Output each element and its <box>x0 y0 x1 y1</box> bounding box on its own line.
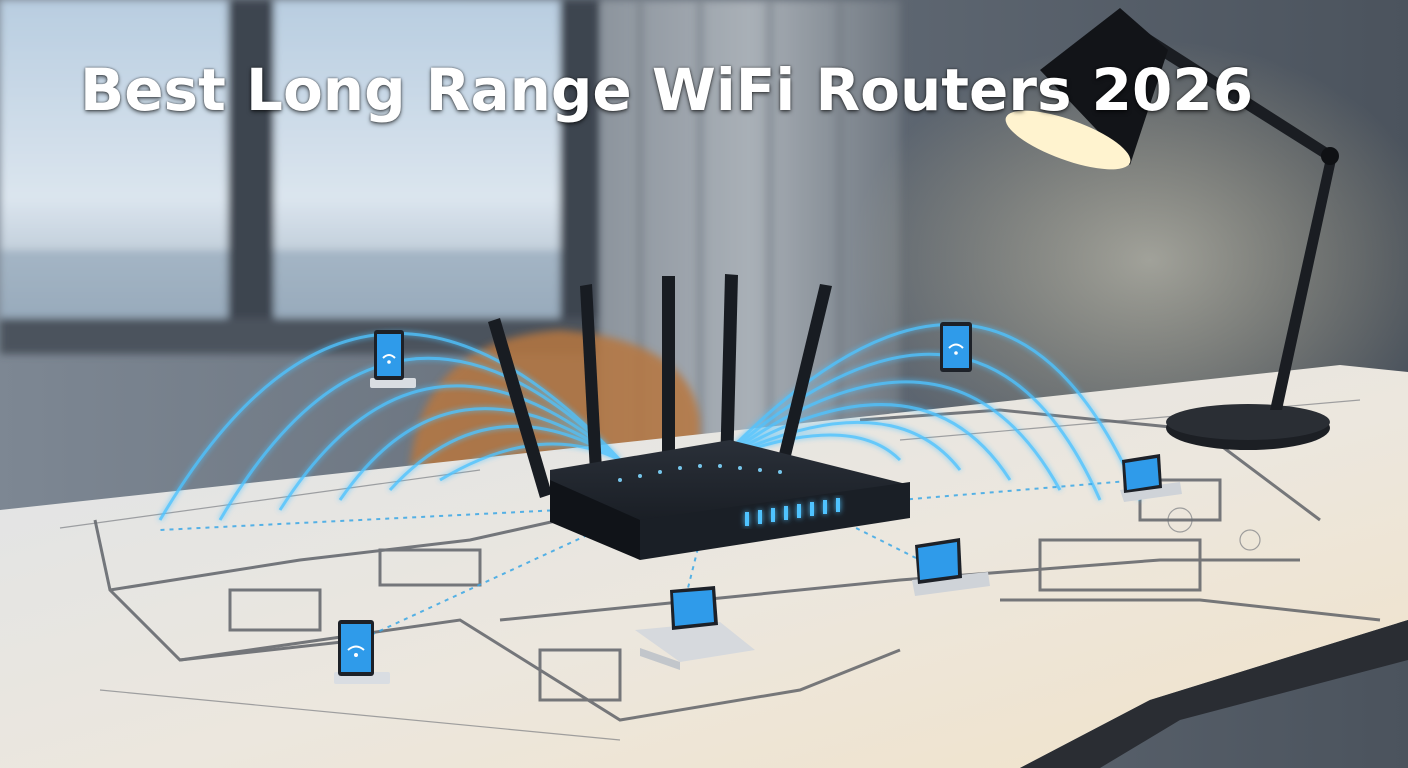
desk-lamp-icon <box>1005 8 1339 450</box>
tablet-icon-1 <box>370 330 416 388</box>
floor-plan <box>93 408 1381 722</box>
laptop-icon-2 <box>912 538 990 596</box>
window <box>0 0 600 354</box>
wifi-signal-arcs-left <box>158 332 622 521</box>
router-antennas <box>488 274 832 498</box>
tablet-icon-3 <box>334 620 390 684</box>
laptop-icon-3 <box>1120 454 1182 502</box>
page-title: Best Long Range WiFi Routers 2026 <box>80 56 1254 124</box>
wifi-router-icon <box>550 440 910 560</box>
laptop-icon-1 <box>635 586 755 670</box>
tablet-icon-2 <box>940 322 972 372</box>
